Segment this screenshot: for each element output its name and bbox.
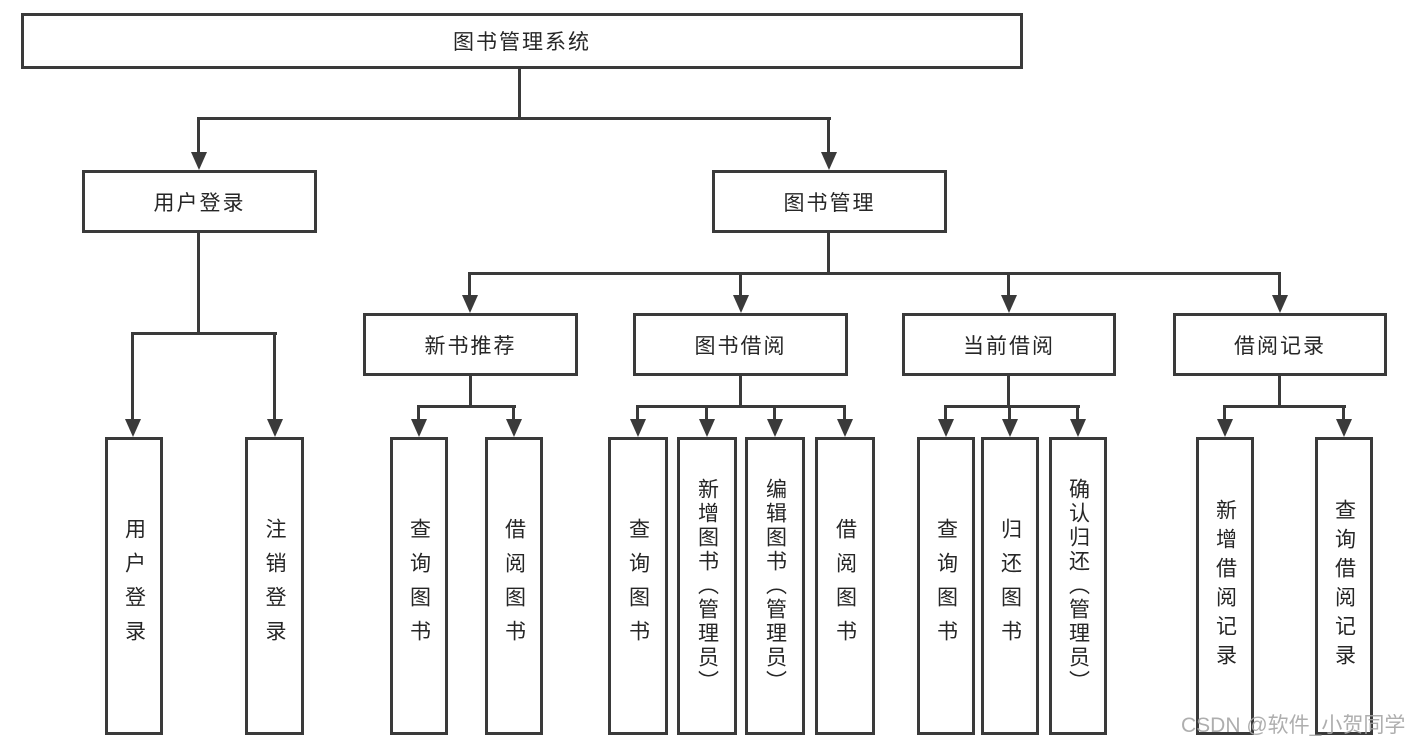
leaf-borrow-books-recommend: 借阅图书: [485, 437, 543, 735]
connector-line: [131, 332, 277, 335]
arrowhead-icon: [1002, 419, 1018, 437]
connector-line: [1223, 405, 1226, 421]
arrowhead-icon: [411, 419, 427, 437]
leaf-query-books-borrow: 查询图书: [608, 437, 668, 735]
arrowhead-icon: [1272, 295, 1288, 313]
connector-line: [1076, 405, 1079, 421]
connector-line: [636, 405, 639, 421]
leaf-return-books: 归还图书: [981, 437, 1039, 735]
connector-line: [417, 405, 420, 421]
node-current-borrow: 当前借阅: [902, 313, 1116, 376]
arrowhead-icon: [767, 419, 783, 437]
connector-line: [197, 117, 200, 154]
node-user-login: 用户登录: [82, 170, 317, 233]
arrowhead-icon: [1336, 419, 1352, 437]
arrowhead-icon: [267, 419, 283, 437]
arrowhead-icon: [462, 295, 478, 313]
leaf-borrow-books: 借阅图书: [815, 437, 875, 735]
connector-line: [827, 233, 830, 275]
arrowhead-icon: [699, 419, 715, 437]
node-new-book-recommend: 新书推荐: [363, 313, 578, 376]
connector-line: [197, 233, 200, 335]
connector-line: [1278, 376, 1281, 408]
connector-line: [1007, 376, 1010, 408]
connector-line: [843, 405, 846, 421]
connector-line: [1007, 272, 1010, 298]
connector-line: [417, 405, 516, 408]
connector-line: [739, 376, 742, 408]
leaf-query-books-recommend: 查询图书: [390, 437, 448, 735]
node-borrow-records: 借阅记录: [1173, 313, 1387, 376]
connector-line: [827, 117, 830, 154]
connector-line: [469, 376, 472, 408]
arrowhead-icon: [506, 419, 522, 437]
node-book-borrow: 图书借阅: [633, 313, 848, 376]
node-root: 图书管理系统: [21, 13, 1023, 69]
connector-line: [944, 405, 1080, 408]
connector-line: [1223, 405, 1346, 408]
connector-line: [944, 405, 947, 421]
connector-line: [512, 405, 515, 421]
connector-line: [131, 332, 134, 421]
leaf-edit-books-admin: 编辑图书（管理员）: [745, 437, 805, 735]
arrowhead-icon: [837, 419, 853, 437]
connector-line: [1008, 405, 1011, 421]
connector-line: [773, 405, 776, 421]
watermark: CSDN @软件_小贺同学: [1181, 714, 1405, 737]
node-book-management: 图书管理: [712, 170, 947, 233]
leaf-add-books-admin: 新增图书（管理员）: [677, 437, 737, 735]
connector-line: [1278, 272, 1281, 298]
arrowhead-icon: [821, 152, 837, 170]
connector-line: [197, 117, 831, 120]
arrowhead-icon: [191, 152, 207, 170]
connector-line: [636, 405, 846, 408]
leaf-query-books-current: 查询图书: [917, 437, 975, 735]
leaf-user-login: 用户登录: [105, 437, 163, 735]
arrowhead-icon: [125, 419, 141, 437]
connector-line: [468, 272, 471, 298]
leaf-query-borrow-record: 查询借阅记录: [1315, 437, 1373, 735]
arrowhead-icon: [938, 419, 954, 437]
leaf-add-borrow-record: 新增借阅记录: [1196, 437, 1254, 735]
connector-line: [1342, 405, 1345, 421]
leaf-logout: 注销登录: [245, 437, 304, 735]
connector-line: [705, 405, 708, 421]
connector-line: [518, 69, 521, 118]
connector-line: [468, 272, 1281, 275]
leaf-confirm-return-admin: 确认归还（管理员）: [1049, 437, 1107, 735]
arrowhead-icon: [630, 419, 646, 437]
arrowhead-icon: [1070, 419, 1086, 437]
arrowhead-icon: [1217, 419, 1233, 437]
connector-line: [273, 332, 276, 421]
arrowhead-icon: [733, 295, 749, 313]
arrowhead-icon: [1001, 295, 1017, 313]
connector-line: [739, 272, 742, 298]
